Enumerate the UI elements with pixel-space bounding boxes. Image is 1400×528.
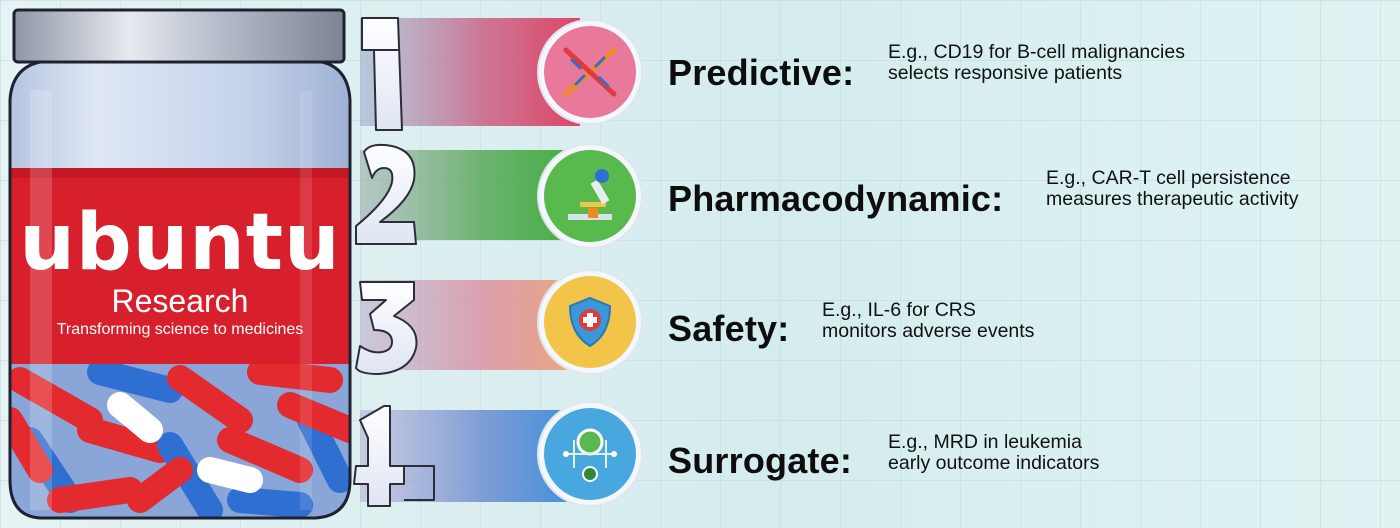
brand-subtitle: Research bbox=[111, 283, 249, 319]
brand-logo-text: ubuntu bbox=[19, 198, 341, 288]
row-3-line-1: E.g., IL-6 for CRS bbox=[822, 299, 976, 321]
jar-lid bbox=[12, 8, 346, 64]
row-4-title: Surrogate: bbox=[668, 440, 853, 481]
dna-icon bbox=[563, 47, 617, 97]
row-3-title: Safety: bbox=[668, 308, 790, 349]
network-icon bbox=[563, 428, 617, 482]
brand-tagline: Transforming science to medicines bbox=[56, 321, 304, 338]
row-3-description: E.g., IL-6 for CRS monitors adverse even… bbox=[822, 300, 1034, 342]
pills bbox=[10, 90, 350, 518]
number-2 bbox=[355, 143, 417, 245]
row-1-title: Predictive: bbox=[668, 52, 855, 93]
row-3-line-2: monitors adverse events bbox=[822, 320, 1035, 342]
row-2-line-1: E.g., CAR-T cell persistence bbox=[1046, 167, 1291, 189]
number-1 bbox=[361, 17, 403, 131]
row-2-title: Pharmacodynamic: bbox=[668, 178, 1004, 219]
circle-2 bbox=[537, 143, 643, 249]
row-1-line-2: selects responsive patients bbox=[888, 62, 1123, 84]
row-4-description: E.g., MRD in leukemia early outcome indi… bbox=[888, 432, 1099, 474]
row-4-line-1: E.g., MRD in leukemia bbox=[888, 431, 1082, 453]
row-1-description: E.g., CD19 for B-cell malignancies selec… bbox=[888, 42, 1185, 84]
number-4 bbox=[353, 405, 435, 507]
shield-icon bbox=[568, 296, 612, 348]
microscope-icon bbox=[568, 169, 612, 220]
row-4-line-2: early outcome indicators bbox=[888, 452, 1100, 474]
number-3 bbox=[355, 281, 418, 375]
row-2-description: E.g., CAR-T cell persistence measures th… bbox=[1046, 168, 1299, 210]
row-1-line-1: E.g., CD19 for B-cell malignancies bbox=[888, 41, 1185, 63]
pill-jar bbox=[8, 8, 352, 520]
row-2-line-2: measures therapeutic activity bbox=[1046, 188, 1299, 210]
